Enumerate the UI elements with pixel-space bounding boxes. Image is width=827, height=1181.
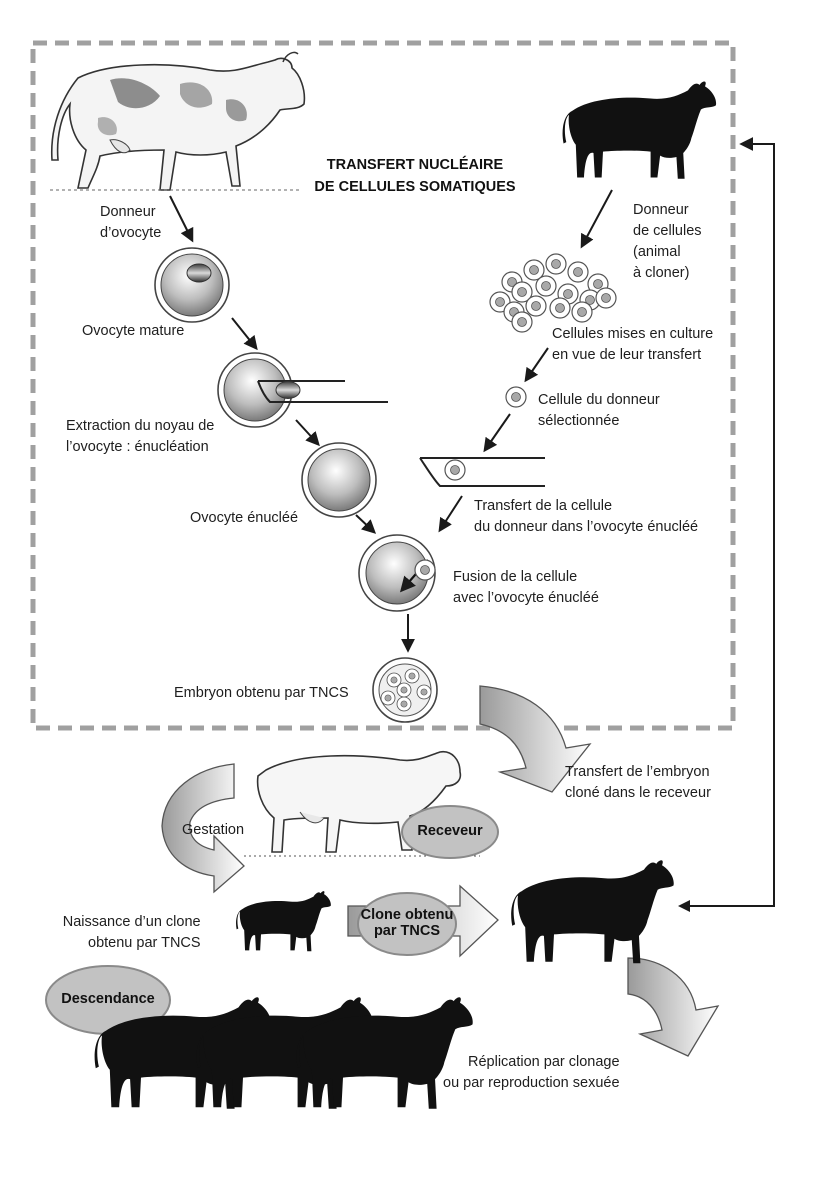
label-replication: Réplication par clonage ou par reproduct… bbox=[443, 1054, 620, 1091]
label-embryo: Embryon obtenu par TNCS bbox=[174, 685, 349, 701]
diagram-title-line1: TRANSFERT NUCLÉAIRE bbox=[326, 157, 504, 173]
wide-arrow-gestation bbox=[161, 763, 245, 894]
label-embryo-transfer: Transfert de l’embryon cloné dans le rec… bbox=[565, 764, 711, 801]
label-cultured-cells: Cellules mises en culture en vue de leur… bbox=[552, 326, 714, 363]
tag-clone: Clone obtenu par TNCS bbox=[360, 907, 454, 939]
cell-donor-bull-silhouette bbox=[562, 81, 717, 179]
fusion-oocyte bbox=[358, 534, 436, 612]
process-arrows bbox=[169, 189, 613, 653]
label-cell-transfer: Transfert de la cellule du donneur dans … bbox=[474, 498, 699, 535]
feedback-start-arrowhead bbox=[678, 900, 690, 912]
clone-calf-silhouette bbox=[236, 891, 331, 952]
replicated-bull-silhouette bbox=[511, 860, 674, 964]
clone-tag-ellipse bbox=[357, 892, 457, 956]
label-oocyte-donor: Donneur d’ovocyte bbox=[100, 204, 162, 241]
dashed-frame bbox=[30, 40, 736, 731]
label-enucleated-oocyte: Ovocyte énucléé bbox=[190, 510, 299, 526]
label-mature-oocyte: Ovocyte mature bbox=[82, 323, 185, 339]
cell-transfer-pipette bbox=[419, 457, 545, 487]
label-clone-birth: Naissance d’un clone obtenu par TNCS bbox=[62, 914, 201, 951]
recipient-tag-ellipse bbox=[401, 805, 499, 859]
cultured-cells-cluster bbox=[489, 253, 617, 333]
label-cell-donor: Donneur de cellules (animal à cloner) bbox=[633, 202, 702, 281]
enucleated-oocyte bbox=[301, 442, 377, 518]
mature-oocyte bbox=[154, 247, 230, 323]
label-nucleus-extraction: Extraction du noyau de l’ovocyte : énucl… bbox=[66, 418, 215, 455]
wide-arrow-replication bbox=[627, 957, 720, 1057]
tag-recipient: Receveur bbox=[417, 823, 483, 839]
diagram-title-line2: DE CELLULES SOMATIQUES bbox=[314, 179, 516, 195]
label-fusion: Fusion de la cellule avec l’ovocyte énuc… bbox=[453, 569, 599, 606]
embryo-tncs bbox=[372, 657, 438, 723]
enucleation-oocyte bbox=[217, 352, 293, 428]
diagram-title: TRANSFERT NUCLÉAIRE DE CELLULES SOMATIQU… bbox=[300, 154, 530, 198]
selected-donor-cell bbox=[505, 386, 527, 408]
wide-arrow-embryo-transfer bbox=[479, 685, 592, 793]
feedback-loop-arrow bbox=[688, 137, 775, 907]
enucleation-pipette bbox=[257, 380, 388, 403]
oocyte-donor-cow-illustration bbox=[50, 51, 306, 191]
label-gestation: Gestation bbox=[182, 822, 245, 838]
label-selected-cell: Cellule du donneur sélectionnée bbox=[538, 392, 660, 429]
tag-offspring: Descendance bbox=[61, 991, 155, 1007]
